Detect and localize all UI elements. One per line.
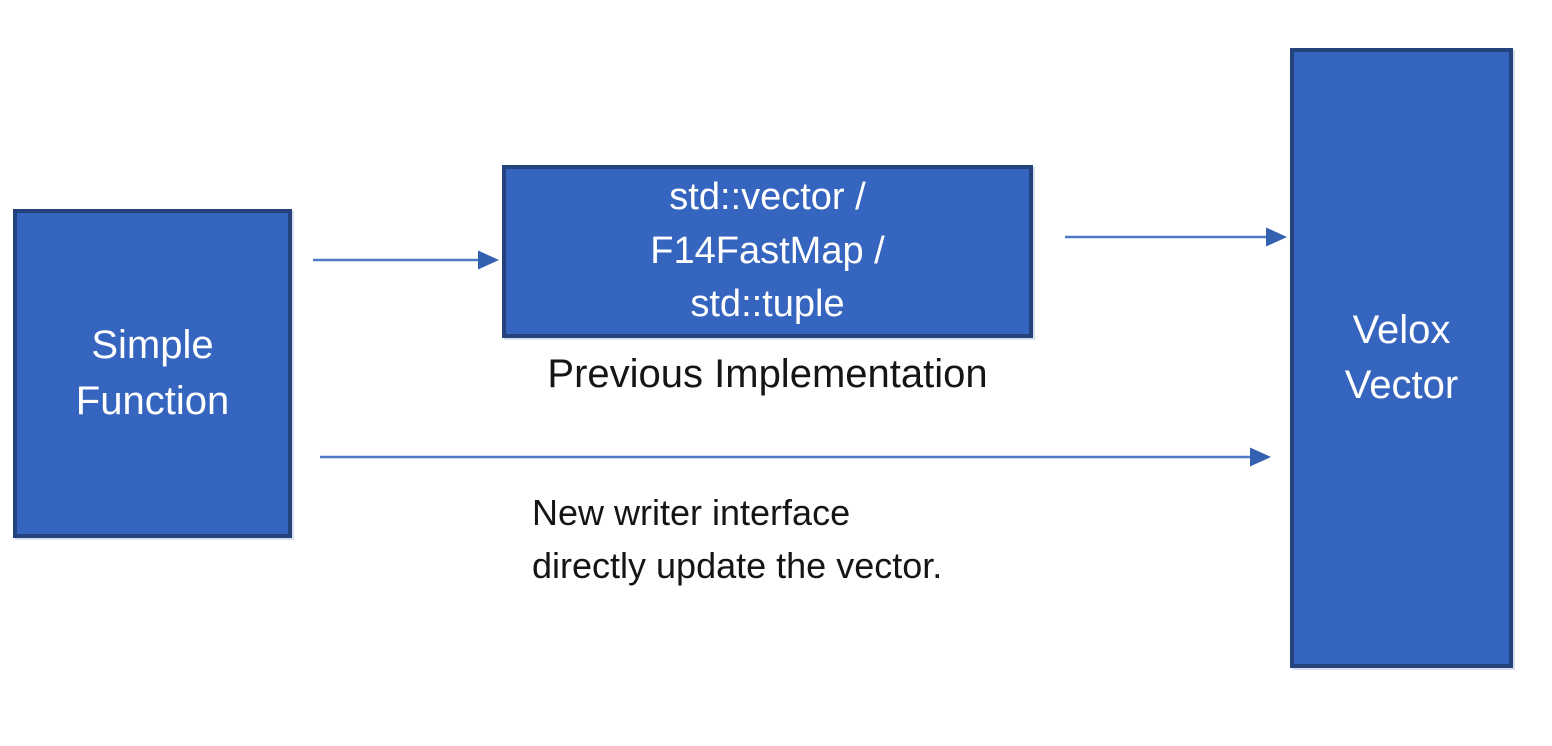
arrow-simple-to-velox	[320, 447, 1271, 467]
caption-previous-implementation: Previous Implementation	[547, 352, 988, 396]
arrowhead-icon	[1250, 447, 1271, 467]
node-velox-vector-label: Velox Vector	[1344, 307, 1459, 407]
node-velox-vector: Velox Vector	[1290, 48, 1513, 668]
arrowhead-icon	[1266, 227, 1287, 247]
caption-new-writer-interface: New writer interface directly update the…	[532, 492, 943, 586]
node-previous-implementation-label: std::vector / F14FastMap / std::tuple	[650, 175, 885, 326]
arrow-previous-to-velox	[1065, 227, 1287, 247]
arrowhead-icon	[478, 250, 499, 270]
node-simple-function: Simple Function	[13, 209, 292, 538]
node-previous-implementation: std::vector / F14FastMap / std::tuple	[502, 165, 1033, 338]
node-simple-function-label: Simple Function	[75, 323, 230, 423]
arrow-simple-to-previous	[313, 250, 499, 270]
